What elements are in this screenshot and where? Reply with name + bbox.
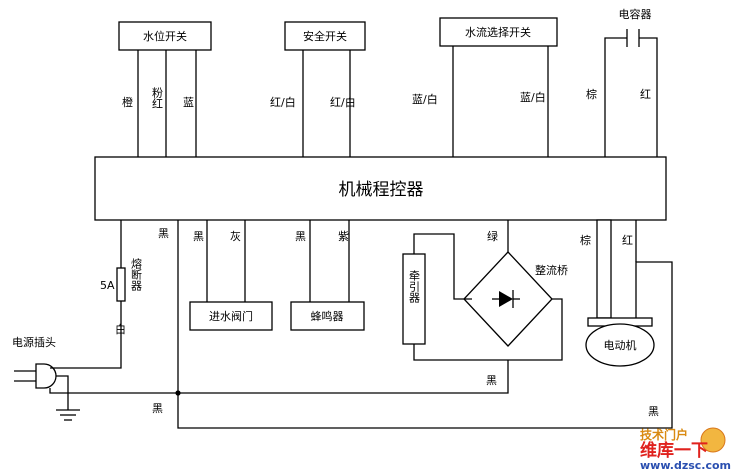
- wire-label-blue-white-1: 蓝/白: [412, 92, 438, 106]
- watermark-brand: 维库一下: [640, 440, 708, 461]
- fuse-label: 熔断器: [130, 257, 143, 292]
- power-plug-label: 电源插头: [12, 335, 56, 349]
- wire-label-red-white-2: 红/白: [330, 95, 356, 109]
- wire-label-purple: 紫: [338, 230, 349, 243]
- wire-label-black-3: 黑: [295, 230, 306, 243]
- electric-motor: 电动机: [585, 317, 655, 367]
- flow-select-switch: 水流选择开关: [439, 17, 558, 47]
- water-level-switch-label: 水位开关: [143, 29, 187, 43]
- site-watermark: 技术门户 维库一下 www.dzsc.com: [640, 427, 731, 472]
- buzzer: 蜂鸣器: [290, 301, 365, 331]
- wire-label-gray: 灰: [230, 229, 241, 243]
- wire-label-green: 绿: [487, 229, 498, 243]
- safety-switch-label: 安全开关: [303, 29, 347, 43]
- motor-brush-block: [596, 219, 612, 319]
- capacitor: 电容器: [604, 7, 658, 157]
- wire-label-pink-red: 粉红: [151, 87, 164, 109]
- flow-select-switch-label: 水流选择开关: [465, 25, 531, 39]
- fuse: [116, 267, 126, 302]
- wire-label-black-6: 黑: [648, 405, 659, 418]
- watermark-mascot-icon: [700, 427, 726, 453]
- fuse-rating-label: 5A: [100, 279, 115, 292]
- junction-dot-1: [175, 390, 181, 396]
- traction-device: 牵引器: [402, 253, 426, 345]
- watermark-top-text: 技术门户: [640, 427, 688, 442]
- wire-label-black-4: 黑: [486, 374, 497, 387]
- wire-label-blue: 蓝: [183, 96, 194, 109]
- rectifier-label: 整流桥: [535, 263, 568, 277]
- buzzer-label: 蜂鸣器: [311, 309, 344, 323]
- safety-switch: 安全开关: [284, 21, 366, 51]
- diode-icon: [499, 291, 513, 307]
- controller-label: 机械程控器: [339, 180, 424, 200]
- wire-label-red-2: 红: [622, 234, 633, 247]
- watermark-url: www.dzsc.com: [640, 459, 731, 472]
- wire-label-orange: 橙: [122, 95, 133, 109]
- wire-label-blue-white-2: 蓝/白: [520, 90, 546, 104]
- mechanical-program-controller: 机械程控器: [94, 156, 667, 221]
- wire-label-black-1: 黑: [158, 227, 169, 240]
- wire-label-brown-2: 棕: [580, 233, 591, 247]
- inlet-valve-label: 进水阀门: [209, 309, 253, 323]
- ground-icon: [56, 409, 80, 421]
- wire-label-black-5: 黑: [152, 402, 163, 415]
- wire-label-red-white-1: 红/白: [270, 95, 296, 109]
- inlet-valve: 进水阀门: [189, 301, 273, 331]
- wire-label-black-2: 黑: [193, 230, 204, 243]
- motor-label: 电动机: [604, 338, 637, 352]
- rectifier-bridge: [463, 251, 563, 361]
- wire-label-brown-1: 棕: [586, 87, 597, 101]
- traction-device-label: 牵引器: [408, 270, 421, 304]
- wire-label-red-1: 红: [640, 88, 651, 101]
- power-plug-icon: [14, 363, 69, 410]
- wire-label-white: 白: [115, 322, 126, 336]
- water-level-switch: 水位开关: [118, 21, 212, 51]
- capacitor-label: 电容器: [619, 7, 652, 21]
